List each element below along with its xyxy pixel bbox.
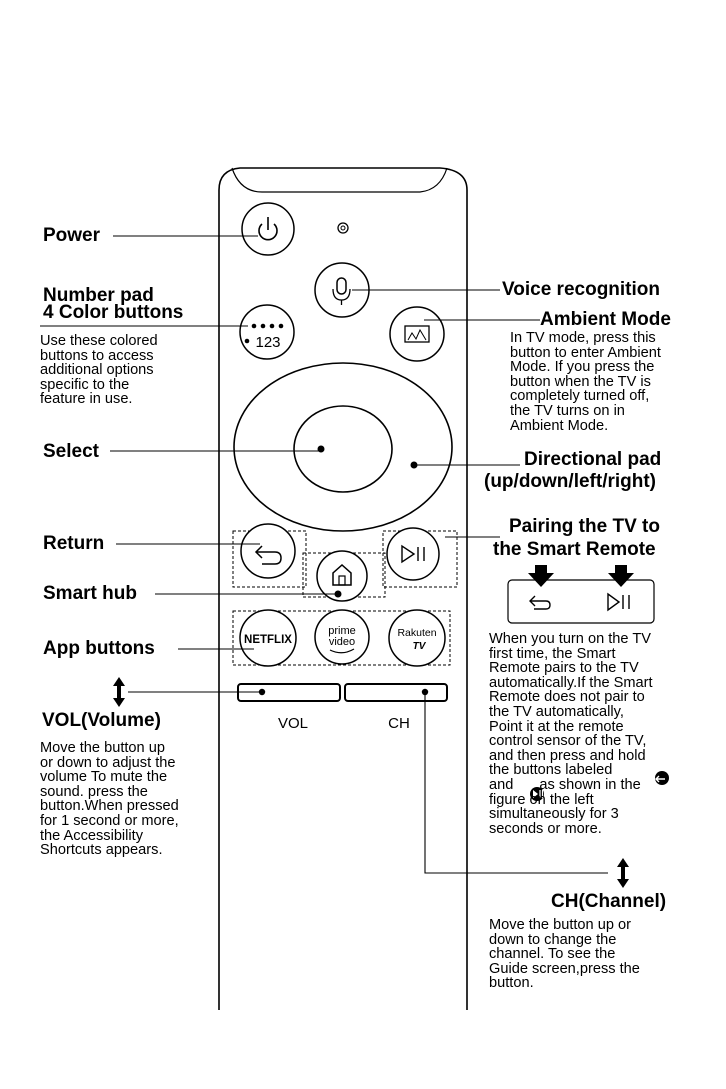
rakuten-tv-button[interactable]: Rakuten TV (388, 609, 446, 667)
return-button[interactable] (240, 523, 296, 579)
pairing-diagram (507, 565, 655, 624)
ch-rocker[interactable] (344, 683, 448, 702)
prime-label: prime (328, 625, 356, 637)
ch-rocker-label: CH (388, 715, 410, 732)
pairing-sublabel: the Smart Remote (493, 539, 656, 560)
ambient-description: In TV mode, press this button to enter A… (510, 330, 661, 434)
app-buttons-box (232, 610, 451, 666)
app-buttons-label: App buttons (43, 638, 155, 659)
arrow-down-icon (528, 565, 554, 587)
ch-description: Move the button up or down to change the… (489, 917, 640, 992)
home-icon (332, 563, 352, 586)
color-buttons-label: 4 Color buttons (43, 302, 184, 323)
smart-hub-label: Smart hub (43, 583, 137, 604)
ch-label: CH(Channel) (551, 891, 667, 912)
ir-sensor (337, 222, 349, 234)
arrow-down-icon (608, 565, 634, 587)
ambient-mode-label: Ambient Mode (540, 309, 671, 330)
number-pad-description: Use these colored buttons to access addi… (40, 333, 158, 408)
color-dots (244, 323, 284, 344)
ambient-button[interactable] (389, 306, 445, 362)
play-pause-button[interactable] (386, 527, 440, 581)
rakuten-tv-label: TV (413, 641, 427, 652)
vol-rocker-label: VOL (278, 715, 308, 732)
voice-recognition-label: Voice recognition (502, 279, 661, 300)
prime-video-button[interactable]: prime video (314, 609, 370, 665)
number-button-label: 123 (255, 334, 280, 351)
power-label: Power (43, 225, 101, 246)
play-pause-icon (530, 787, 544, 801)
vol-label: VOL(Volume) (42, 710, 161, 731)
pairing-description: When you turn on the TV first time, the … (489, 631, 653, 837)
play-pause-icon (607, 592, 630, 612)
vol-description: Move the button up or down to adjust the… (40, 740, 179, 859)
return-icon (655, 771, 669, 785)
return-icon (529, 595, 551, 610)
power-button[interactable] (241, 202, 295, 256)
arrow-up-down-icon (617, 858, 629, 888)
netflix-label: NETFLIX (244, 634, 292, 646)
play-pause-icon (401, 544, 425, 564)
home-button[interactable] (316, 550, 368, 602)
rakuten-label: Rakuten (397, 627, 436, 639)
directional-pad-sublabel: (up/down/left/right) (484, 471, 657, 492)
select-button[interactable] (293, 405, 393, 493)
directional-pad-label: Directional pad (524, 449, 662, 470)
return-label: Return (43, 533, 105, 554)
return-icon (254, 545, 282, 565)
microphone-icon (332, 277, 351, 305)
number-pad-button[interactable]: 123 (239, 304, 295, 360)
number-pad-label: Number pad (43, 285, 154, 306)
ambient-icon (404, 325, 430, 343)
netflix-button[interactable]: NETFLIX (239, 609, 297, 667)
select-label: Select (43, 441, 99, 462)
arrow-up-down-icon (113, 677, 125, 707)
leader-lines (40, 235, 608, 874)
voice-button[interactable] (314, 262, 370, 318)
remote-top-notch (231, 167, 448, 193)
pairing-label: Pairing the TV to (509, 516, 660, 537)
remote-body (218, 167, 468, 1010)
power-icon (258, 217, 278, 241)
video-label: video (329, 636, 355, 648)
